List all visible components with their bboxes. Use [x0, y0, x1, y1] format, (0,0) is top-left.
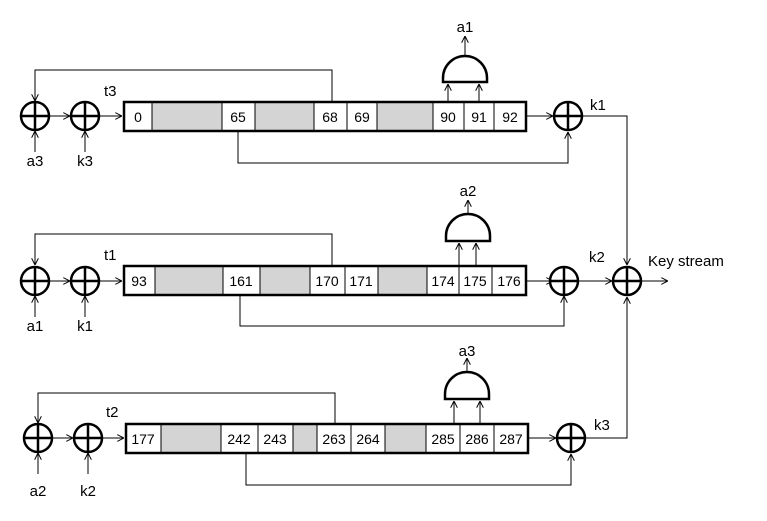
svg-text:286: 286 [465, 431, 489, 447]
xor-final [611, 265, 643, 297]
xor-input-k-2 [69, 265, 101, 297]
keystream-combiner: Key stream [582, 115, 724, 439]
xor-output-2 [548, 265, 580, 297]
register-2: a1 k1 t1 93 161 170 171 174 175 176 a2 [19, 183, 612, 335]
svg-text:68: 68 [322, 109, 338, 125]
input-a-label-2: a1 [27, 318, 44, 335]
svg-text:170: 170 [315, 273, 339, 289]
and-output-label-3: a3 [459, 343, 476, 360]
svg-text:264: 264 [356, 431, 380, 447]
svg-text:69: 69 [354, 109, 370, 125]
cell-161 [222, 265, 261, 296]
feedback-line-3 [38, 392, 336, 423]
input-k-label-1: k3 [77, 153, 93, 170]
svg-text:93: 93 [131, 273, 147, 289]
svg-text:91: 91 [471, 109, 487, 125]
feedback-line-2 [35, 233, 333, 265]
svg-text:177: 177 [131, 431, 155, 447]
and-gate-3 [443, 370, 491, 401]
and-output-label-1: a1 [457, 19, 474, 36]
cell-263 [316, 423, 352, 454]
xor-input-k-1 [69, 100, 101, 132]
xor-input-a-3 [22, 422, 54, 454]
key-stream-label: Key stream [648, 253, 724, 270]
register-3: a2 k2 t2 177 242 243 263 264 285 286 287… [22, 343, 610, 500]
xor-output-1 [552, 100, 584, 132]
and-gate-2 [444, 212, 492, 243]
register-name-2: t1 [104, 247, 117, 264]
svg-text:90: 90 [440, 109, 456, 125]
svg-text:171: 171 [349, 273, 373, 289]
output-k-label-1: k1 [590, 97, 606, 114]
svg-text:161: 161 [229, 273, 253, 289]
xor-input-a-2 [19, 265, 51, 297]
svg-text:243: 243 [263, 431, 287, 447]
svg-text:242: 242 [227, 431, 251, 447]
register-name-1: t3 [104, 83, 117, 100]
svg-text:175: 175 [463, 273, 487, 289]
and-output-label-2: a2 [460, 183, 477, 200]
register-name-3: t2 [106, 404, 119, 421]
feedback-line-1 [35, 69, 333, 101]
input-k-label-3: k2 [80, 483, 96, 500]
output-k-label-2: k2 [589, 249, 605, 266]
svg-text:92: 92 [502, 109, 518, 125]
svg-text:176: 176 [497, 273, 521, 289]
svg-text:174: 174 [431, 273, 455, 289]
and-gate-1 [441, 54, 489, 84]
svg-text:65: 65 [230, 109, 246, 125]
input-k-label-2: k1 [77, 318, 93, 335]
svg-text:287: 287 [499, 431, 523, 447]
register-1: a3 k3 t3 0 65 68 69 90 91 92 a1 [19, 19, 606, 170]
svg-text:263: 263 [322, 431, 346, 447]
input-a-label-1: a3 [27, 153, 44, 170]
cell-65 [221, 101, 256, 132]
input-a-label-3: a2 [30, 483, 47, 500]
svg-text:0: 0 [134, 109, 142, 125]
cell-69 [346, 101, 378, 132]
output-k-label-3: k3 [594, 417, 610, 434]
xor-input-k-3 [72, 422, 104, 454]
xor-input-a-1 [19, 100, 51, 132]
svg-text:285: 285 [431, 431, 455, 447]
xor-output-3 [555, 422, 587, 454]
